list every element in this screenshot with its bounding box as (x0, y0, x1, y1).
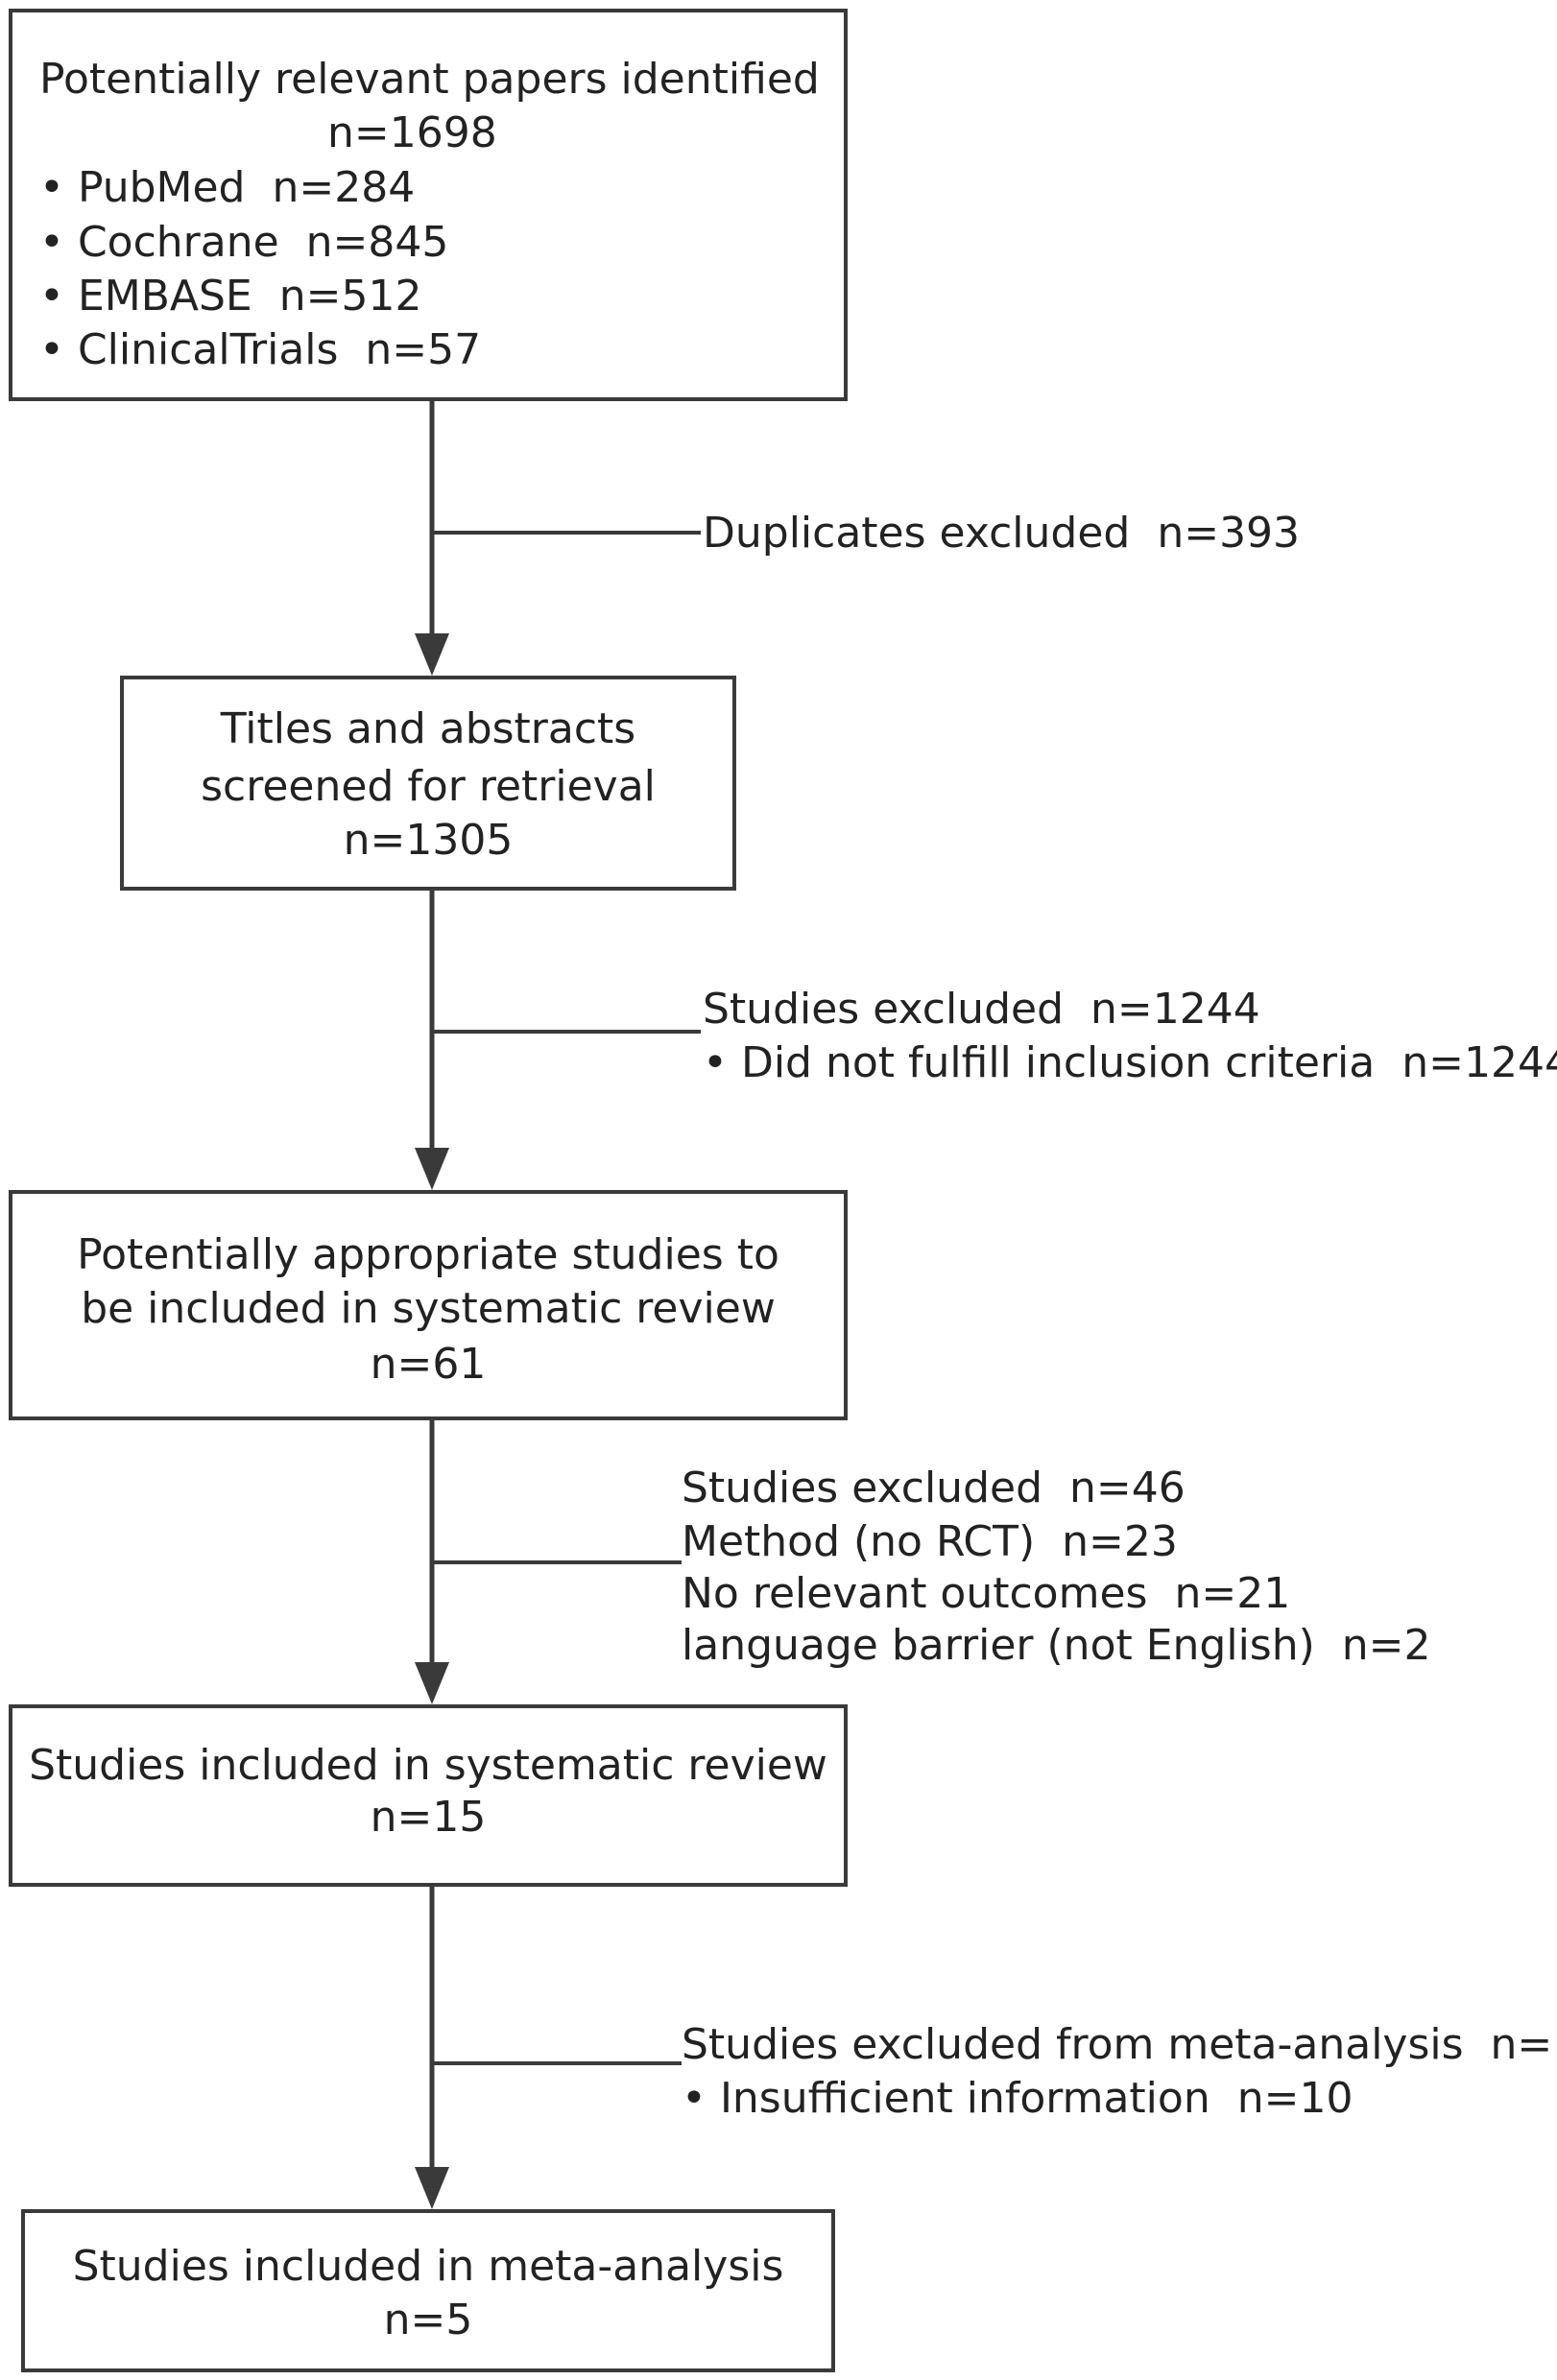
arrowhead-3 (415, 1662, 449, 1704)
exclusion-reason-count: n=10 (1236, 2074, 1353, 2123)
exclusion-reason: • Did not fulfill inclusion criteria (703, 1038, 1376, 1087)
source-count: n=845 (305, 218, 449, 267)
screening-line-1: Titles and abstracts (220, 704, 636, 753)
source-clinicaltrials: • ClinicalTrials n=57 (39, 323, 481, 377)
source-name: • EMBASE (39, 272, 252, 321)
meta-analysis-count: n=5 (383, 2296, 473, 2344)
source-name: • ClinicalTrials (39, 325, 339, 374)
eligibility-reason-outcomes: No relevant outcomes n=21 (682, 1567, 1290, 1621)
exclusion-reason-count: n=1244 (1401, 1038, 1557, 1087)
systematic-review-line-1: Studies included in systematic review (29, 1741, 827, 1790)
exclusion-label: Studies excluded from meta-analysis (682, 2020, 1464, 2069)
meta-analysis-line-1: Studies included in meta-analysis (72, 2242, 784, 2291)
source-count: n=284 (272, 163, 416, 212)
exclusion-reason-count: n=2 (1341, 1621, 1431, 1670)
arrowhead-4 (415, 2167, 449, 2209)
exclusion-reason: No relevant outcomes (682, 1569, 1148, 1618)
arrowhead-1 (415, 633, 449, 676)
eligibility-line-2: be included in systematic review (81, 1284, 776, 1333)
eligibility-reason-method: Method (no RCT) n=23 (682, 1515, 1178, 1569)
source-name: • Cochrane (39, 218, 279, 267)
identification-box: Potentially relevant papers identified n… (9, 9, 848, 401)
identification-title: Potentially relevant papers identified (39, 55, 820, 104)
arrowhead-2 (415, 1148, 449, 1190)
source-name: • PubMed (39, 163, 246, 212)
screening-line-2: screened for retrieval (201, 762, 656, 811)
exclusion-reason: language barrier (not English) (682, 1621, 1315, 1670)
exclusion-count: n=1244 (1090, 985, 1260, 1034)
source-pubmed: • PubMed n=284 (39, 161, 415, 215)
exclusion-label: Duplicates excluded (703, 509, 1131, 558)
source-count: n=57 (365, 325, 482, 374)
systematic-review-box: Studies included in systematic review n=… (9, 1704, 848, 1887)
meta-analysis-box: Studies included in meta-analysis n=5 (21, 2209, 835, 2372)
source-count: n=512 (278, 272, 422, 321)
screening-box: Titles and abstracts screened for retrie… (120, 676, 736, 891)
eligibility-line-1: Potentially appropriate studies to (77, 1230, 779, 1279)
exclusion-count: n=393 (1157, 509, 1301, 558)
exclusion-reason: • Insufficient information (682, 2074, 1210, 2123)
eligibility-count: n=61 (370, 1340, 487, 1389)
exclusion-count: n=46 (1068, 1464, 1186, 1512)
exclusion-label: Studies excluded (682, 1464, 1042, 1512)
meta-excluded-reason: • Insufficient information n=10 (682, 2072, 1353, 2126)
eligibility-box: Potentially appropriate studies to be in… (9, 1190, 848, 1420)
eligibility-excluded-note: Studies excluded n=46 (682, 1462, 1186, 1515)
exclusion-label: Studies excluded (703, 985, 1064, 1034)
screening-count: n=1305 (343, 816, 514, 865)
source-cochrane: • Cochrane n=845 (39, 216, 448, 270)
exclusion-reason: Method (no RCT) (682, 1517, 1036, 1566)
exclusion-reason-count: n=21 (1174, 1569, 1291, 1618)
meta-excluded-note: Studies excluded from meta-analysis n=10 (682, 2018, 1557, 2072)
duplicates-excluded-note: Duplicates excluded n=393 (703, 507, 1300, 560)
systematic-review-count: n=15 (370, 1793, 487, 1842)
screening-excluded-note: Studies excluded n=1244 (703, 983, 1260, 1036)
exclusion-count: n=10 (1490, 2020, 1557, 2069)
identification-count: n=1698 (327, 108, 497, 157)
exclusion-reason-count: n=23 (1062, 1517, 1178, 1566)
source-embase: • EMBASE n=512 (39, 270, 421, 323)
screening-excluded-reason: • Did not fulfill inclusion criteria n=1… (703, 1036, 1557, 1090)
eligibility-reason-language: language barrier (not English) n=2 (682, 1619, 1431, 1673)
